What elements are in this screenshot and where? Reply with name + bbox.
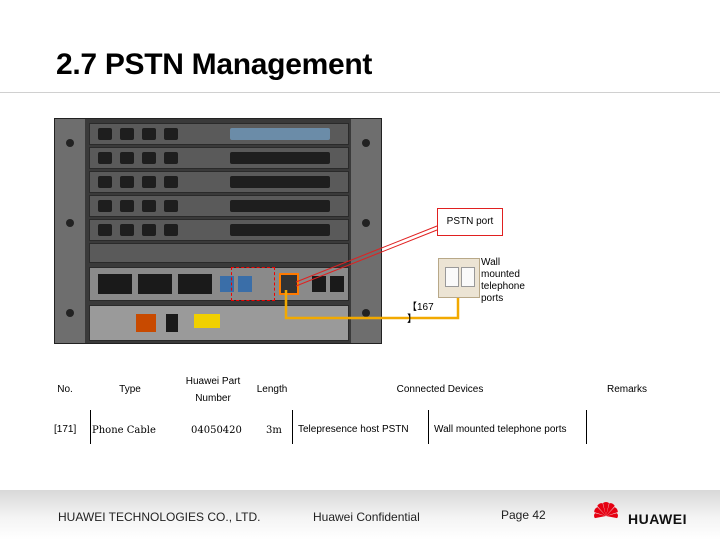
cell-type: Phone Cable: [92, 425, 156, 436]
connector: [120, 128, 134, 140]
mount-hole: [66, 219, 74, 227]
pstn-leader-line: [295, 225, 438, 283]
wall-label-line: telephone: [481, 281, 525, 292]
column-divider: [292, 410, 293, 444]
card-slot: [89, 147, 349, 169]
connector: [164, 176, 178, 188]
column-divider: [586, 410, 587, 444]
cable-marker-label: 【167 】: [407, 302, 434, 326]
connector: [230, 224, 330, 236]
column-divider: [90, 410, 91, 444]
connector: [120, 200, 134, 212]
header-part-line: Huawei Part: [185, 376, 241, 387]
connector: [230, 152, 330, 164]
mount-hole: [66, 309, 74, 317]
port: [330, 276, 344, 292]
connector: [142, 200, 156, 212]
footer-company: HUAWEI TECHNOLOGIES CO., LTD.: [58, 510, 261, 524]
port: [238, 276, 252, 292]
wall-ports-label: Wall mounted telephone ports: [481, 257, 525, 305]
io-panel: [89, 267, 349, 301]
connector: [142, 224, 156, 236]
wall-jack-photo: [438, 258, 480, 298]
connector: [120, 176, 134, 188]
connector: [98, 224, 112, 236]
warning-label: [194, 314, 220, 328]
card-slot: [89, 195, 349, 217]
connector: [120, 224, 134, 236]
connector: [98, 200, 112, 212]
header-remarks: Remarks: [606, 384, 647, 395]
phone-jack: [445, 267, 459, 287]
connector: [98, 176, 112, 188]
wall-label-line: ports: [481, 293, 504, 304]
phone-jack: [461, 267, 475, 287]
connector: [98, 128, 112, 140]
cell-device-a: Telepresence host PSTN: [298, 424, 409, 435]
connector: [164, 152, 178, 164]
card-slot: [89, 171, 349, 193]
marker-line: 【167: [407, 302, 434, 313]
column-divider: [428, 410, 429, 444]
slide-title: 2.7 PSTN Management: [56, 48, 373, 81]
mount-hole: [362, 219, 370, 227]
power-panel: [89, 305, 349, 341]
connector: [142, 176, 156, 188]
header-type: Type: [119, 384, 141, 395]
wall-label-line: Wall: [481, 257, 501, 268]
header-length: Length: [256, 384, 288, 395]
header-no: No.: [57, 384, 73, 395]
connector: [164, 224, 178, 236]
connector: [120, 152, 134, 164]
cell-part-number: 04050420: [191, 425, 242, 436]
connector: [142, 152, 156, 164]
footer-confidential: Huawei Confidential: [313, 510, 420, 524]
power-switch: [166, 314, 178, 332]
huawei-logo-icon: [594, 502, 618, 519]
port: [178, 274, 212, 294]
wall-label-line: mounted: [481, 269, 520, 280]
connector: [98, 152, 112, 164]
power-socket: [136, 314, 156, 332]
card-slot: [89, 219, 349, 241]
cell-device-b: Wall mounted telephone ports: [434, 424, 567, 435]
logo-wordmark: HUAWEI: [628, 511, 687, 527]
connector: [230, 128, 330, 140]
port: [312, 276, 326, 292]
header-part-number: Huawei Part Number: [176, 376, 250, 404]
marker-line: 】: [407, 314, 417, 325]
rack-ear-left: [55, 119, 85, 343]
connector: [230, 176, 330, 188]
cell-no: [171]: [54, 424, 77, 435]
phone-cable: [284, 290, 460, 320]
card-slot: [89, 243, 349, 263]
mount-hole: [66, 139, 74, 147]
port: [138, 274, 172, 294]
header-part-line: Number: [195, 393, 231, 404]
title-divider: [0, 92, 720, 93]
cell-length: 3m: [266, 425, 282, 436]
rack-ear-right: [351, 119, 381, 343]
connector: [164, 200, 178, 212]
telepresence-host-chassis: [54, 118, 382, 344]
port: [220, 276, 234, 292]
card-slot: [89, 123, 349, 145]
connector: [164, 128, 178, 140]
footer-page-number: Page 42: [501, 508, 546, 522]
header-connected-devices: Connected Devices: [396, 384, 484, 395]
mount-hole: [362, 139, 370, 147]
pstn-port-highlight: [279, 273, 299, 295]
pstn-port-callout: PSTN port: [437, 208, 503, 236]
highlight-region: [231, 267, 275, 301]
mount-hole: [362, 309, 370, 317]
connector: [230, 200, 330, 212]
connector: [142, 128, 156, 140]
port: [98, 274, 132, 294]
pstn-leader-line: [295, 229, 438, 287]
